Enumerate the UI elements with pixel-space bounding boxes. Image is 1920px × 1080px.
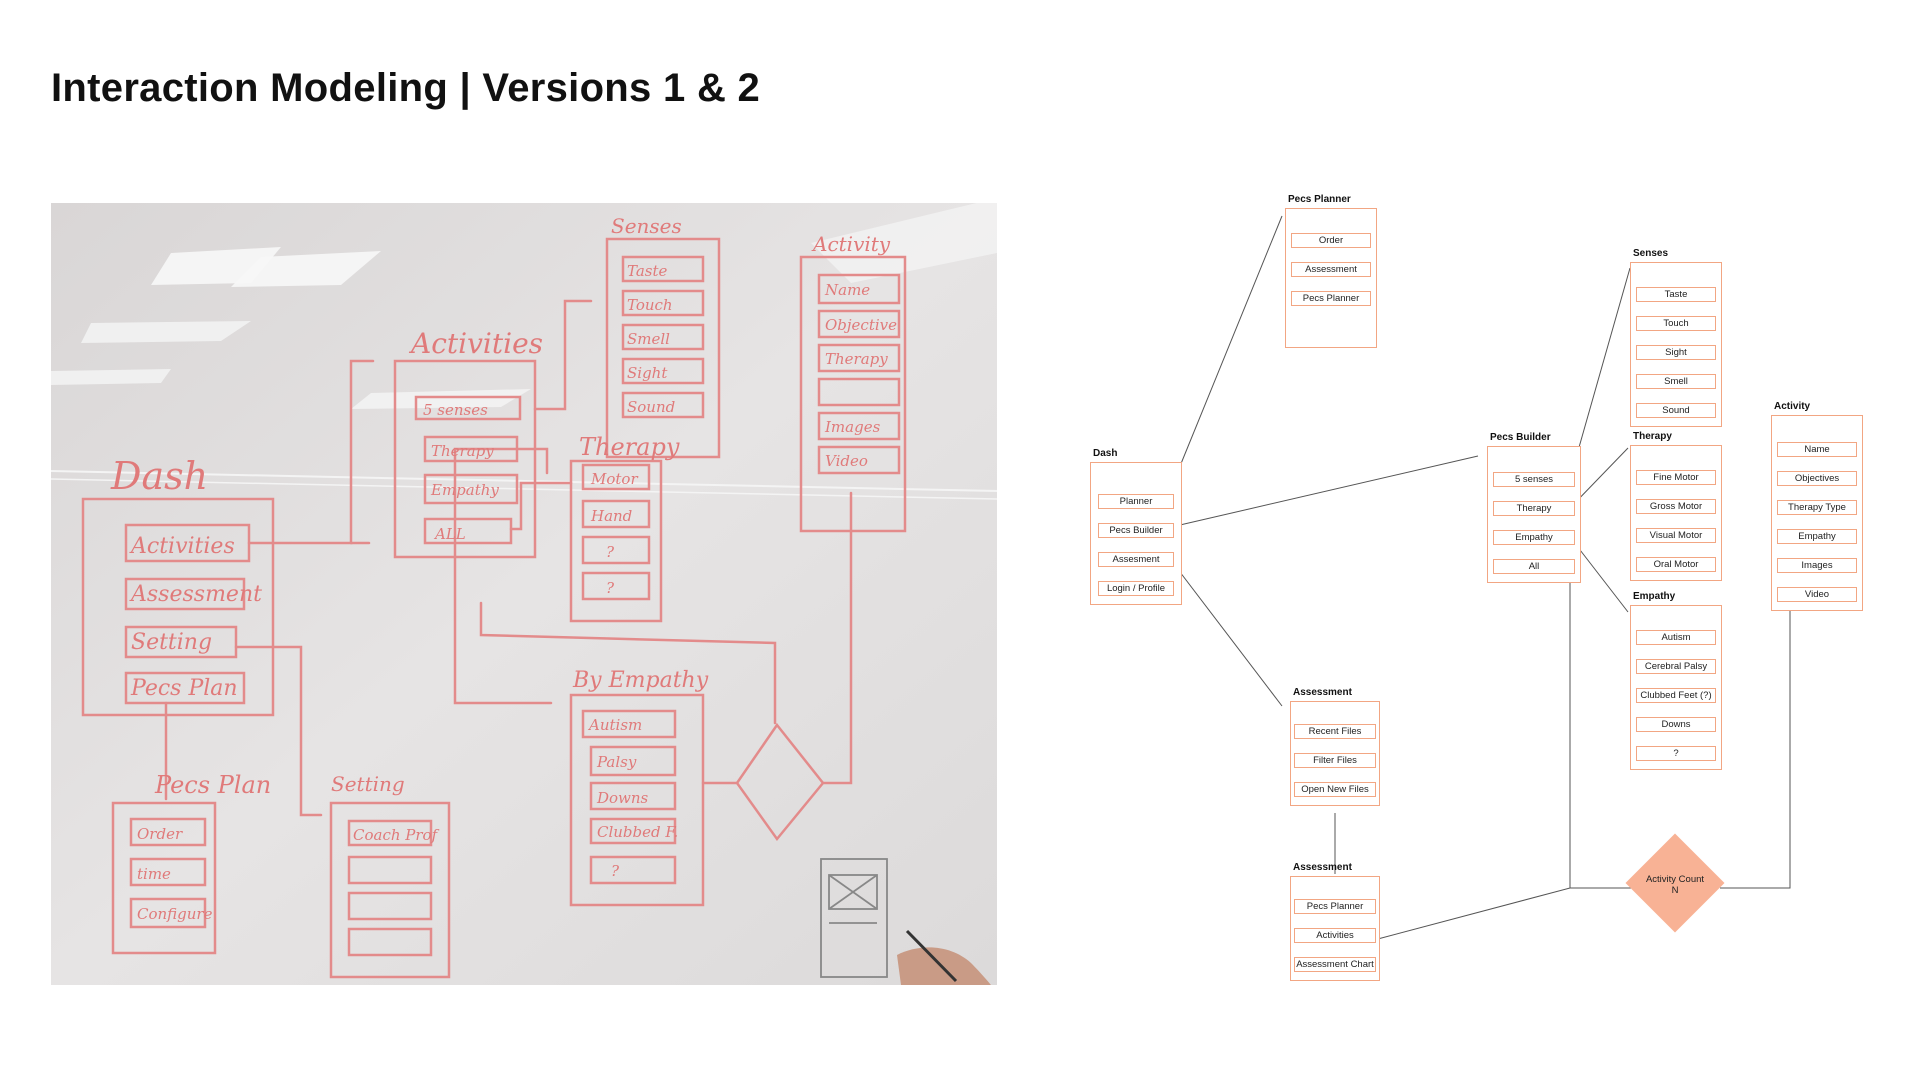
- whiteboard-photo: Dash Activities Senses Activity Therapy …: [51, 203, 997, 985]
- connector-assessment: [1166, 554, 1283, 707]
- wb-label-senses: Senses: [611, 214, 682, 238]
- connector-decision-to-activity: [1720, 610, 1791, 889]
- group-title: Pecs Builder: [1490, 432, 1551, 443]
- diagram-item: Sound: [1636, 403, 1716, 418]
- page-title: Interaction Modeling | Versions 1 & 2: [51, 66, 761, 110]
- diagram-item: Therapy: [1493, 501, 1575, 516]
- diagram-item: Login / Profile: [1098, 581, 1174, 596]
- wb-item: time: [137, 865, 171, 883]
- wb-item: 5 senses: [423, 401, 488, 419]
- diagram-item: Recent Files: [1294, 724, 1376, 739]
- wb-label-by-empathy: By Empathy: [572, 668, 709, 693]
- wb-item: Name: [824, 281, 870, 299]
- diagram-item: Filter Files: [1294, 753, 1376, 768]
- diagram-item: Pecs Planner: [1294, 899, 1376, 914]
- diagram-item: Smell: [1636, 374, 1716, 389]
- wb-label-activity: Activity: [811, 232, 891, 256]
- diagram-item: Downs: [1636, 717, 1716, 732]
- diagram-item: Therapy Type: [1777, 500, 1857, 515]
- group-title: Assessment: [1293, 862, 1352, 873]
- diagram-item: Assessment: [1291, 262, 1371, 277]
- diagram-item: Assessment Chart: [1294, 957, 1376, 972]
- wb-label-setting: Setting: [331, 772, 405, 796]
- wb-item: Order: [137, 825, 183, 843]
- diagram-item: Clubbed Feet (?): [1636, 688, 1716, 703]
- wb-item: Touch: [627, 296, 673, 314]
- diagram-item: Visual Motor: [1636, 528, 1716, 543]
- wb-item: ALL: [433, 525, 466, 543]
- diagram-item: Touch: [1636, 316, 1716, 331]
- diagram-item: Cerebral Palsy: [1636, 659, 1716, 674]
- activity-count-decision: [1625, 833, 1725, 933]
- wb-item: Autism: [587, 716, 642, 734]
- wb-item: Therapy: [431, 442, 494, 460]
- diagram-item: ?: [1636, 746, 1716, 761]
- group-title: Assessment: [1293, 687, 1352, 698]
- wb-item: Downs: [596, 789, 649, 807]
- activity-count-label: Activity Count N: [1625, 874, 1725, 896]
- diagram-item: Oral Motor: [1636, 557, 1716, 572]
- group-title: Dash: [1093, 448, 1118, 459]
- diagram-item: Activities: [1294, 928, 1376, 943]
- diagram-item: Autism: [1636, 630, 1716, 645]
- wb-item: Motor: [590, 470, 638, 488]
- diagram-item: Taste: [1636, 287, 1716, 302]
- activity-count-line1: Activity Count: [1645, 874, 1705, 885]
- wb-item: Smell: [627, 330, 670, 348]
- wb-item: Hand: [590, 507, 632, 525]
- diagram-item: Empathy: [1493, 530, 1575, 545]
- wb-item: Coach Prof: [353, 826, 440, 844]
- wb-item: Images: [824, 418, 881, 436]
- group-title: Pecs Planner: [1288, 194, 1351, 205]
- wb-label-therapy: Therapy: [579, 433, 680, 461]
- wb-item: ?: [606, 543, 615, 561]
- wb-item: Activities: [129, 534, 235, 559]
- connector-planner-to-pecs-planner: [1166, 215, 1283, 499]
- diagram-item: Open New Files: [1294, 782, 1376, 797]
- wb-item: Taste: [627, 262, 668, 280]
- wb-label-pecs-plan: Pecs Plan: [154, 771, 271, 799]
- wb-item: Setting: [131, 630, 212, 655]
- wb-item: Therapy: [825, 350, 888, 368]
- wb-item: Sight: [627, 364, 668, 382]
- diagram-item: Sight: [1636, 345, 1716, 360]
- group-title: Therapy: [1633, 431, 1672, 442]
- diagram-item: Objectives: [1777, 471, 1857, 486]
- wb-item: Sound: [627, 398, 675, 416]
- diagram-item: Order: [1291, 233, 1371, 248]
- connector-activities-to-decision: [1373, 887, 1571, 941]
- connector-pecs-builder-to-builder: [1166, 455, 1479, 529]
- wb-item: Video: [825, 452, 868, 470]
- wb-label-activities: Activities: [408, 327, 543, 360]
- wb-item: Configure: [137, 905, 213, 923]
- diagram-item: Fine Motor: [1636, 470, 1716, 485]
- diagram-item: Pecs Planner: [1291, 291, 1371, 306]
- diagram-item: Name: [1777, 442, 1857, 457]
- diagram-item: Planner: [1098, 494, 1174, 509]
- wb-item: ?: [606, 579, 615, 597]
- diagram-item: 5 senses: [1493, 472, 1575, 487]
- diagram-item: Empathy: [1777, 529, 1857, 544]
- group-title: Senses: [1633, 248, 1669, 259]
- wb-item: Assessment: [129, 582, 262, 607]
- group-title: Activity: [1774, 401, 1811, 412]
- diagram-item: Gross Motor: [1636, 499, 1716, 514]
- wb-label-dash: Dash: [110, 454, 208, 498]
- wb-item: Empathy: [430, 481, 499, 499]
- wb-item: Clubbed F.: [597, 823, 678, 841]
- diagram-item: Images: [1777, 558, 1857, 573]
- wb-item: Palsy: [596, 753, 637, 771]
- diagram-item: Video: [1777, 587, 1857, 602]
- activity-count-line2: N: [1671, 885, 1679, 896]
- wb-item: ?: [611, 862, 620, 880]
- diagram-item: Pecs Builder: [1098, 523, 1174, 538]
- diagram-item: All: [1493, 559, 1575, 574]
- group-panel: [1285, 208, 1377, 348]
- wb-item: Pecs Plan: [130, 676, 238, 701]
- diagram-item: Assesment: [1098, 552, 1174, 567]
- wb-item: Objective: [825, 316, 897, 334]
- group-title: Empathy: [1633, 591, 1676, 602]
